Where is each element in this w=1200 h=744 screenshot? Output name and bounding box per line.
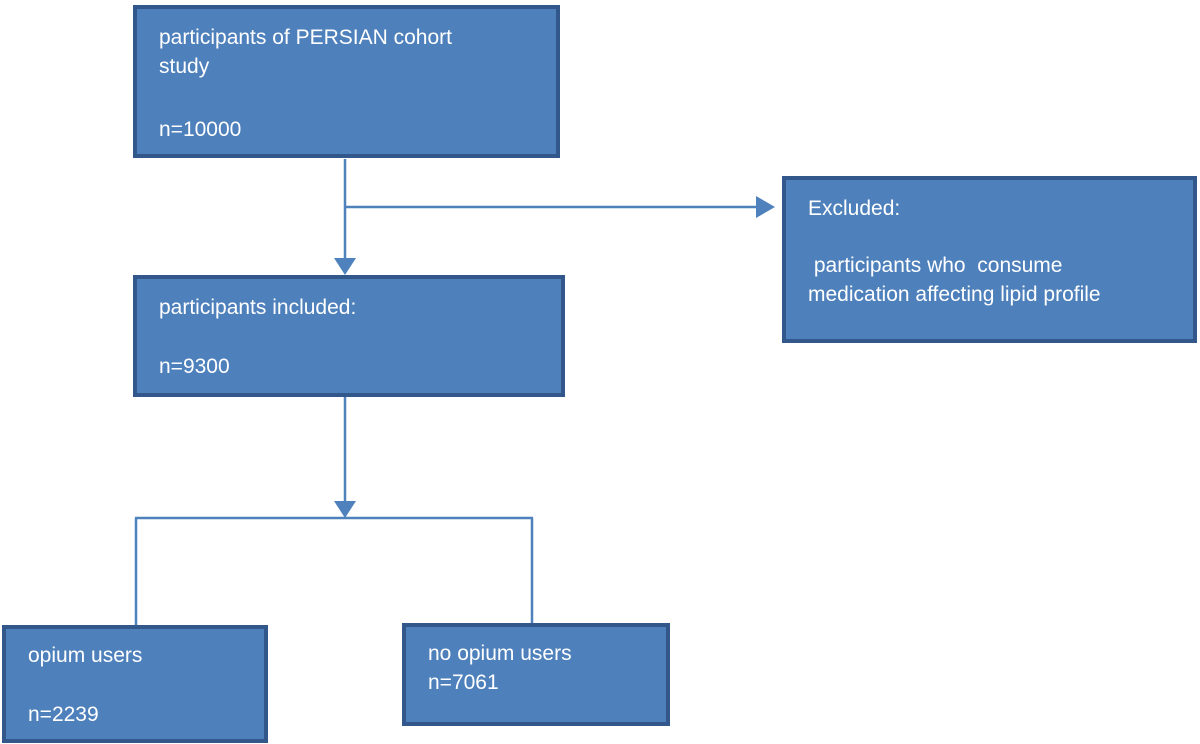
node-no-opium-users-count: n=7061 xyxy=(428,671,499,694)
node-included-title: participants included: xyxy=(159,296,357,319)
node-included: participants included: n=9300 xyxy=(133,275,565,397)
arrowhead-right-to-excluded xyxy=(756,196,775,218)
node-cohort-total-count: n=10000 xyxy=(159,118,242,141)
node-no-opium-users: no opium users n=7061 xyxy=(402,623,670,726)
node-included-count: n=9300 xyxy=(159,355,230,378)
arrowhead-down-total-to-included xyxy=(334,258,356,275)
arrowhead-down-included-to-split xyxy=(334,501,356,518)
node-cohort-total-title: participants of PERSIAN cohort study xyxy=(159,26,452,78)
node-excluded: Excluded: participants who consume medic… xyxy=(782,176,1197,343)
node-opium-users-title: opium users xyxy=(28,644,143,667)
node-opium-users-count: n=2239 xyxy=(28,703,99,726)
node-no-opium-users-title: no opium users xyxy=(428,642,572,665)
node-excluded-title: Excluded: xyxy=(808,197,901,220)
node-cohort-total: participants of PERSIAN cohort study n=1… xyxy=(133,5,560,158)
node-opium-users: opium users n=2239 xyxy=(2,625,268,743)
node-excluded-description: participants who consume medication affe… xyxy=(808,254,1101,306)
